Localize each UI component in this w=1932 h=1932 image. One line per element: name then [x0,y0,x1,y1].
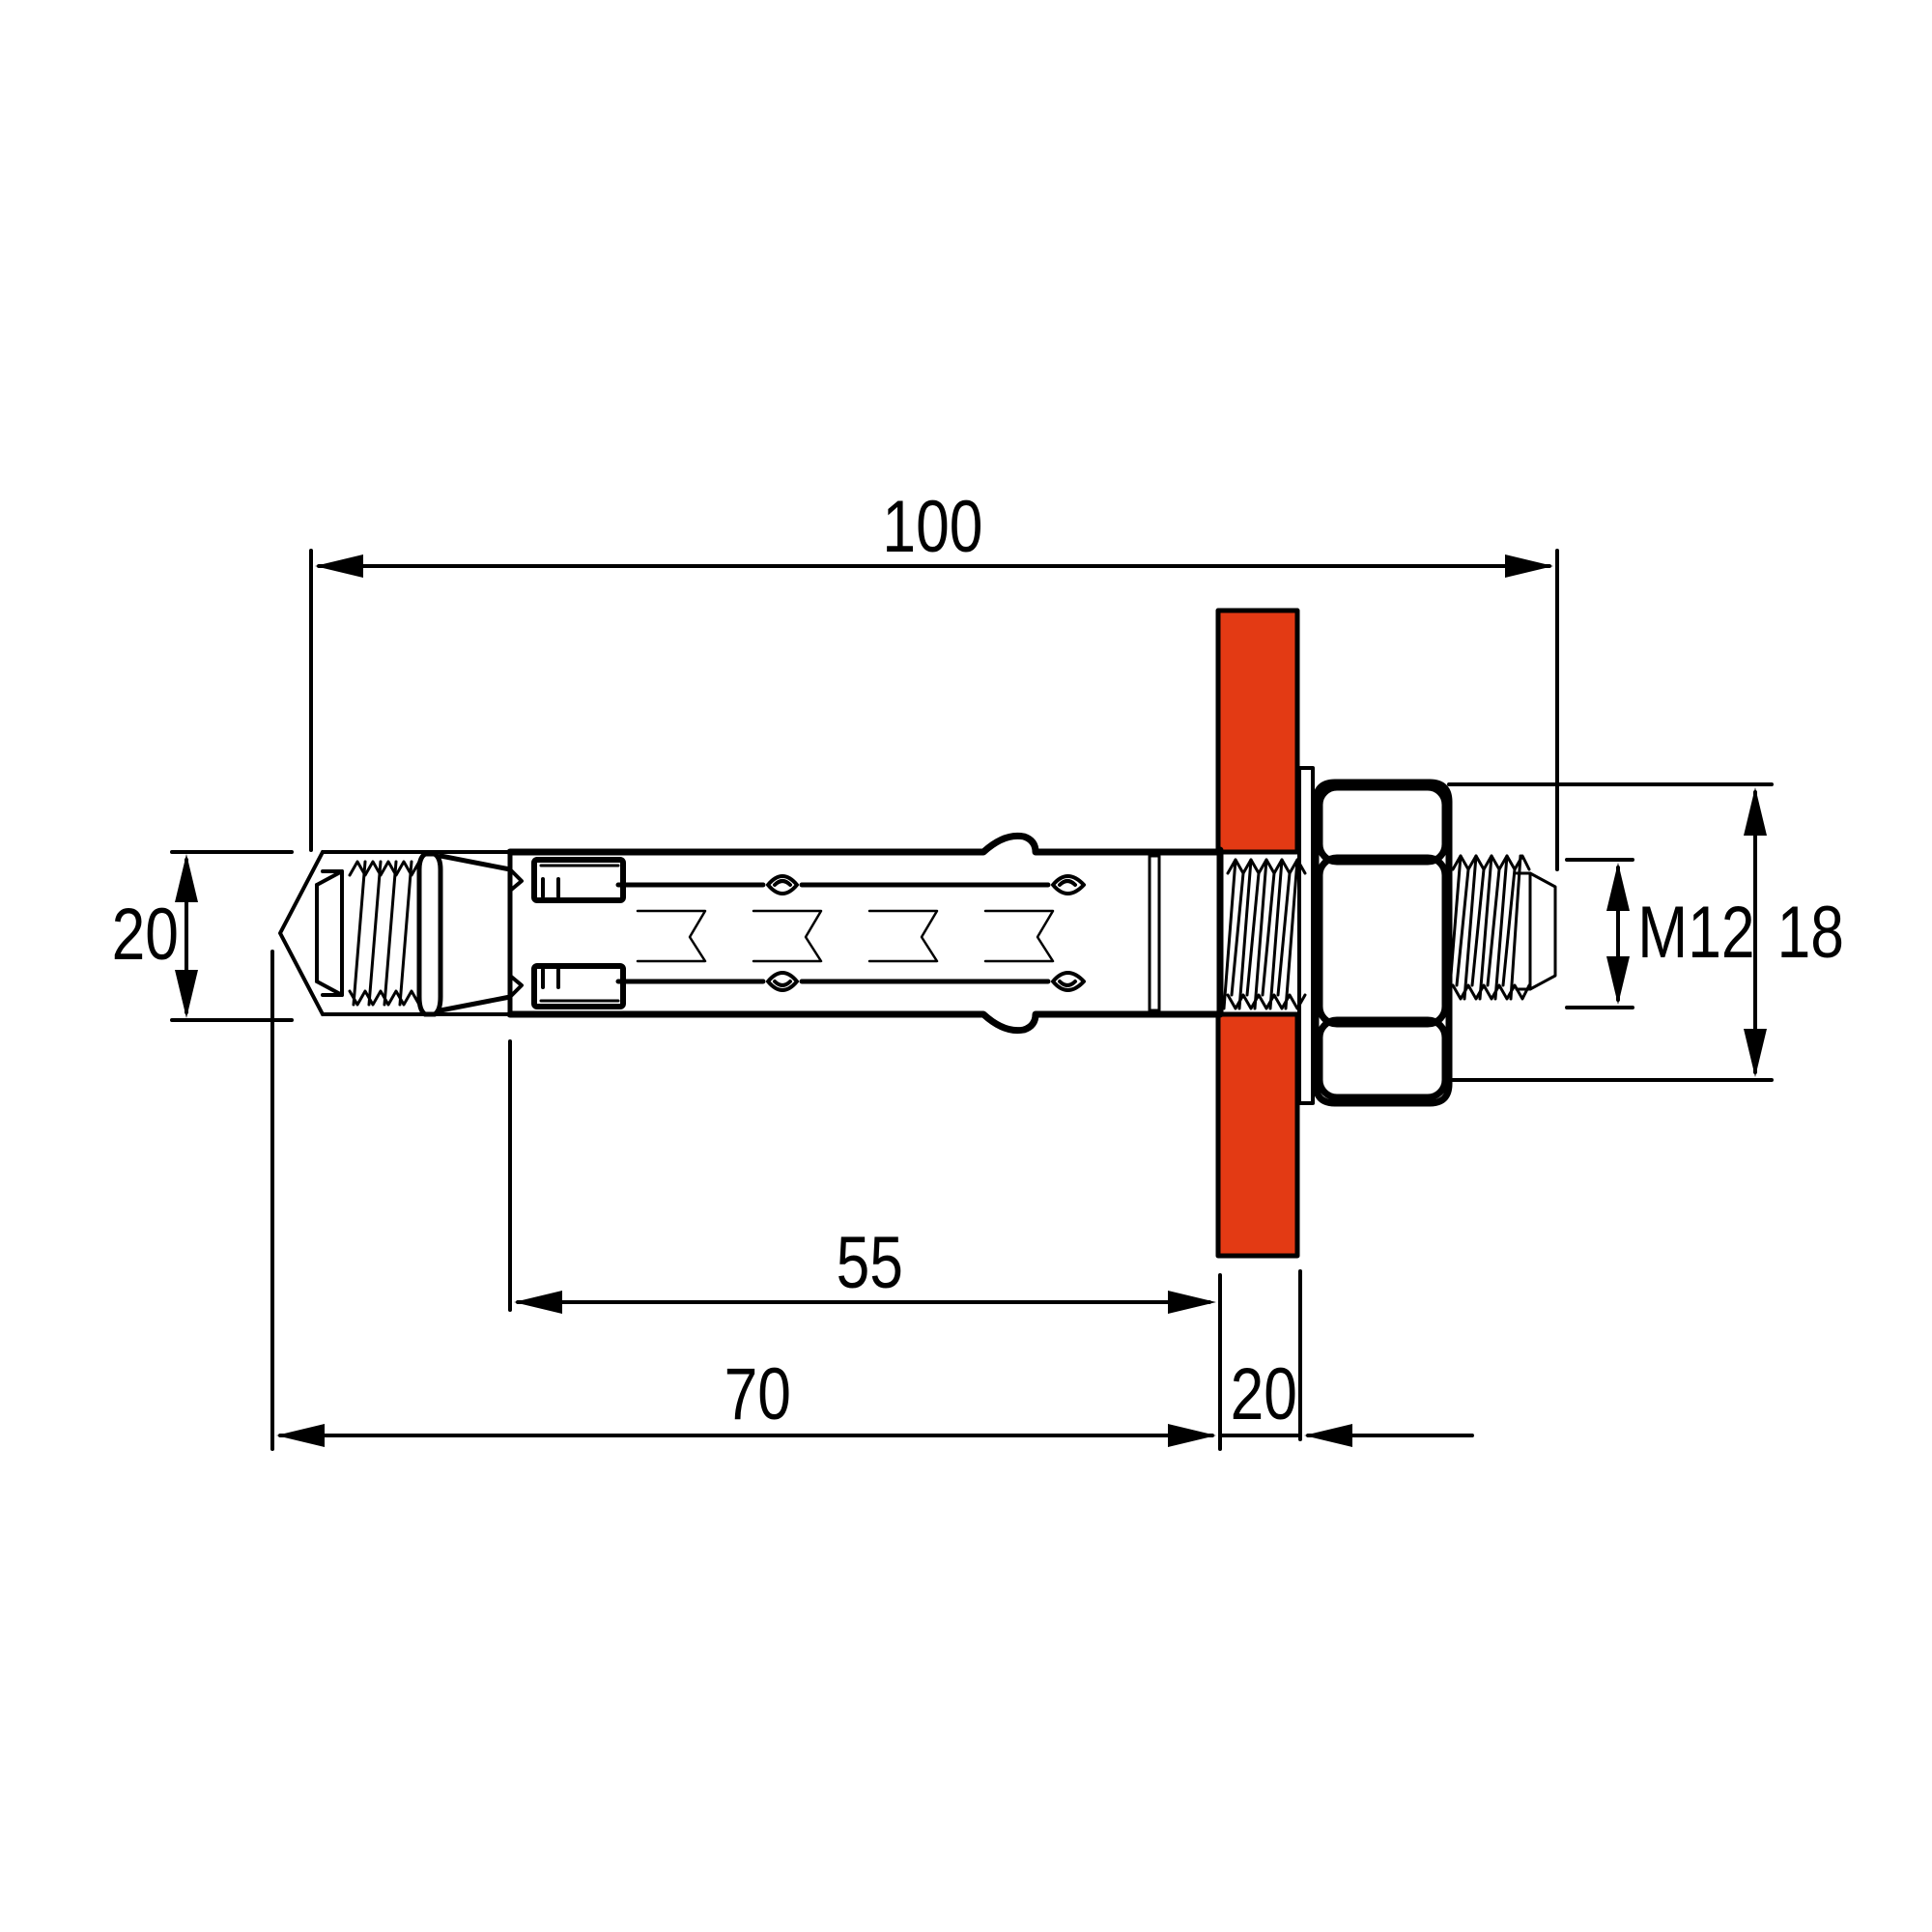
expansion-cone [278,850,513,1017]
dimension-lines [170,549,1774,1451]
hex-nut [1312,779,1453,1107]
dimension-fixture-thickness-label: 20 [1230,1353,1297,1435]
fixture-plate [1215,608,1300,1259]
bolt-thread-in-fixture [1216,846,1307,1018]
dimension-total-length-label: 100 [882,486,983,568]
anchor-sleeve [506,832,1221,1035]
washer [1297,766,1315,1105]
dimension-arrowheads [175,554,1767,1447]
bolt-end-thread [1447,854,1557,1001]
dimension-nut-width-label: 18 [1776,892,1844,974]
dimension-anchorage-depth-label: 70 [724,1353,791,1435]
dimension-thread-size-label: M12 [1637,892,1755,974]
dimension-sleeve-length-label: 55 [836,1222,903,1304]
dimension-sleeve-diameter-label: 20 [111,894,179,976]
